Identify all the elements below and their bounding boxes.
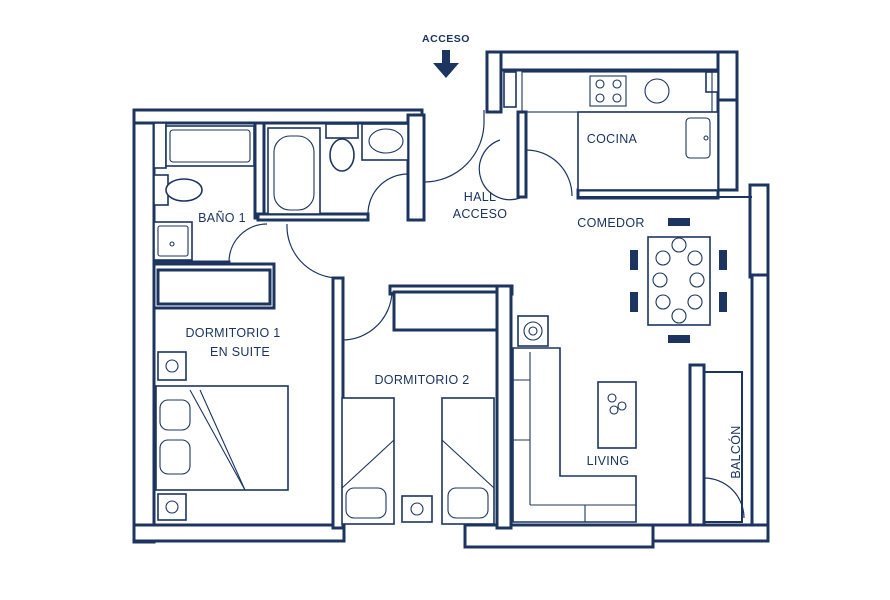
bedroom1-furniture — [155, 351, 289, 521]
living-label: LIVING — [587, 454, 630, 468]
hall-doors — [286, 110, 573, 341]
dining-table — [630, 218, 727, 343]
hall-label-line2: ACCESO — [453, 207, 508, 221]
bedroom1-label-line2: EN SUITE — [210, 345, 270, 359]
balcony-door — [703, 477, 745, 519]
bath1-fixtures — [153, 122, 268, 263]
entry-arrow-icon — [433, 50, 459, 78]
living-furniture — [512, 315, 637, 523]
kitchen-fixtures — [503, 71, 719, 191]
entry-label: ACCESO — [422, 33, 470, 45]
bedroom2-label: DORMITORIO 2 — [374, 373, 469, 387]
hall-label-line1: HALL — [464, 190, 496, 204]
balcony-label: BALCÓN — [728, 425, 743, 478]
suite-bath-fixtures — [267, 123, 409, 215]
bedroom1-label-line1: DORMITORIO 1 — [185, 326, 280, 340]
bath1-label: BAÑO 1 — [198, 211, 246, 225]
bedroom2-furniture — [341, 397, 495, 525]
dining-label: COMEDOR — [577, 216, 644, 230]
kitchen-label: COCINA — [587, 132, 638, 146]
